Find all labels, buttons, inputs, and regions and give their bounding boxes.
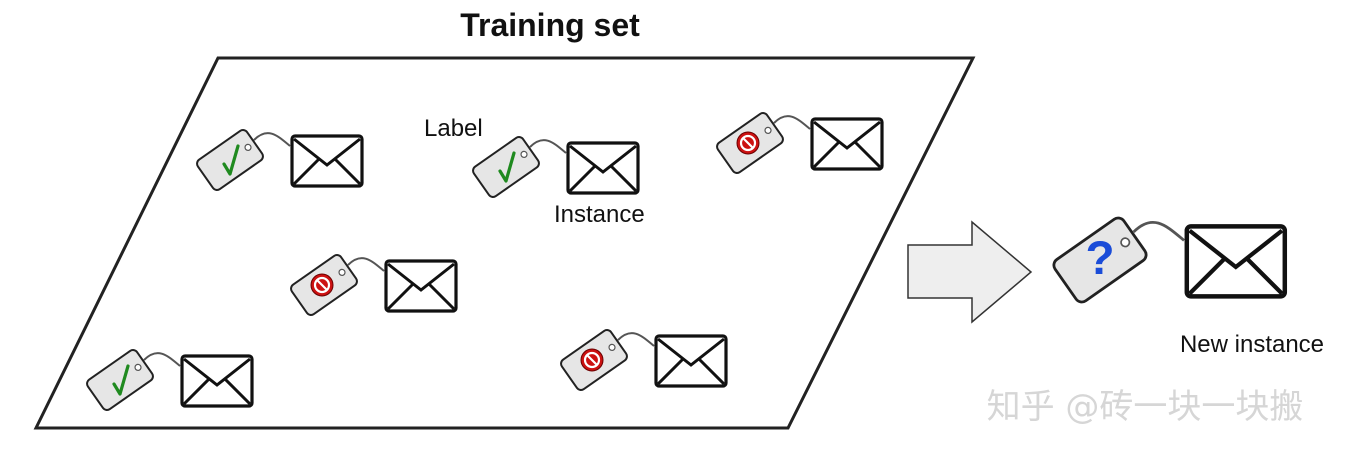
question-mark-icon: ? [1085,232,1114,285]
training-examples [86,112,884,411]
labeled-instance [716,112,884,174]
prohibited-icon [310,273,334,297]
checkmark-icon [222,144,240,176]
label-tag [196,129,264,191]
envelope-icon [810,117,884,171]
tag-string [143,352,181,367]
svg-text:?: ? [1085,232,1114,285]
label-tag [86,349,154,411]
tag-string [617,332,655,347]
prohibited-icon [580,348,604,372]
envelope-icon [1184,224,1288,299]
labeled-instance [196,129,364,191]
envelope-icon [566,141,640,195]
checkmark-icon [112,364,130,396]
tag-string [529,139,567,154]
tag-string [1132,220,1185,242]
labeled-instance [86,349,254,411]
envelope-icon [290,134,364,188]
envelope-icon [180,354,254,408]
label-annotation: Label [424,115,483,142]
envelope-icon [654,334,728,388]
label-tag [1052,216,1148,304]
tag-string [347,257,385,272]
new-instance-example: ? [1052,216,1288,304]
envelope-icon [384,259,458,313]
labeled-instance [290,254,458,316]
tag-string [253,132,291,147]
training-set-plane [33,56,976,430]
arrow-icon [907,220,1033,324]
prohibited-icon [736,131,760,155]
watermark: 知乎 @砖一块一块搬 [987,387,1304,427]
tag-string [773,115,811,130]
new-instance-annotation: New instance [1180,331,1324,358]
labeled-instance: ? [1052,216,1288,304]
instance-annotation: Instance [554,201,645,228]
labeled-instance [472,136,640,198]
checkmark-icon [498,151,516,183]
labeled-instance [560,329,728,391]
diagram-title: Training set [460,7,640,43]
label-tag [472,136,540,198]
